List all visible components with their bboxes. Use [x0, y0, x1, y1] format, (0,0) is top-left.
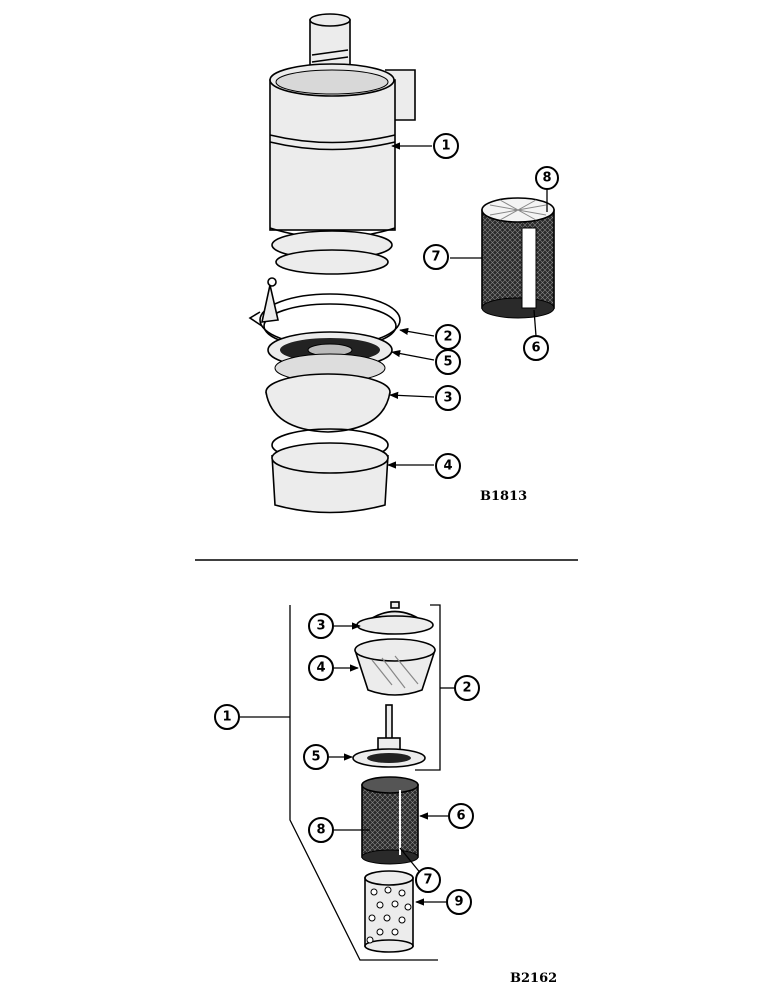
callout-8: 8: [535, 166, 559, 190]
svg-text:3: 3: [443, 391, 452, 406]
bowl-illustration: [265, 373, 391, 433]
callout-5: 5: [435, 349, 461, 375]
svg-text:6: 6: [456, 809, 465, 824]
top-air-cleaner-diagram: 1 8 7 2 6 5 3 4 B1813: [248, 13, 559, 514]
perforated-tube-illustration: [364, 870, 414, 953]
svg-text:4: 4: [443, 459, 452, 474]
svg-text:4: 4: [316, 661, 325, 676]
callout-1: 1: [214, 704, 240, 730]
callout-8: 8: [308, 817, 334, 843]
callout-4: 4: [435, 453, 461, 479]
callout-3: 3: [435, 385, 461, 411]
base-stem-illustration: [352, 704, 426, 768]
svg-text:6: 6: [531, 341, 540, 356]
callout-7: 7: [423, 244, 449, 270]
callout-5: 5: [303, 744, 329, 770]
cap-illustration: [356, 601, 434, 635]
svg-text:3: 3: [316, 619, 325, 634]
callout-6: 6: [523, 335, 549, 361]
svg-text:2: 2: [462, 681, 471, 696]
diagram-code-top: B1813: [480, 489, 527, 504]
svg-text:7: 7: [431, 250, 440, 265]
svg-text:1: 1: [222, 710, 231, 725]
callout-7: 7: [415, 867, 441, 893]
svg-text:9: 9: [454, 895, 463, 910]
oil-cup-illustration: [267, 331, 393, 383]
svg-text:5: 5: [311, 750, 320, 765]
callout-3: 3: [308, 613, 334, 639]
svg-text:8: 8: [316, 823, 325, 838]
outer-cup-illustration: [271, 428, 389, 514]
main-body-illustration: [269, 63, 396, 275]
bottom-air-cleaner-diagram: 3 4 2 1 5 6 8 7 9 B2162: [214, 601, 557, 986]
filter-element-illustration: [481, 197, 555, 319]
svg-text:7: 7: [423, 873, 432, 888]
svg-text:5: 5: [443, 355, 452, 370]
callout-2: 2: [435, 324, 461, 350]
svg-text:2: 2: [443, 330, 452, 345]
diagram-code-bottom: B2162: [510, 971, 557, 986]
callout-4: 4: [308, 655, 334, 681]
callout-2: 2: [454, 675, 480, 701]
callout-9: 9: [446, 889, 472, 915]
glass-bowl-illustration: [354, 638, 436, 696]
svg-text:1: 1: [441, 139, 450, 154]
callout-6: 6: [448, 803, 474, 829]
svg-text:8: 8: [542, 171, 551, 186]
callout-1: 1: [433, 133, 459, 159]
screen-element-illustration: [361, 776, 419, 865]
